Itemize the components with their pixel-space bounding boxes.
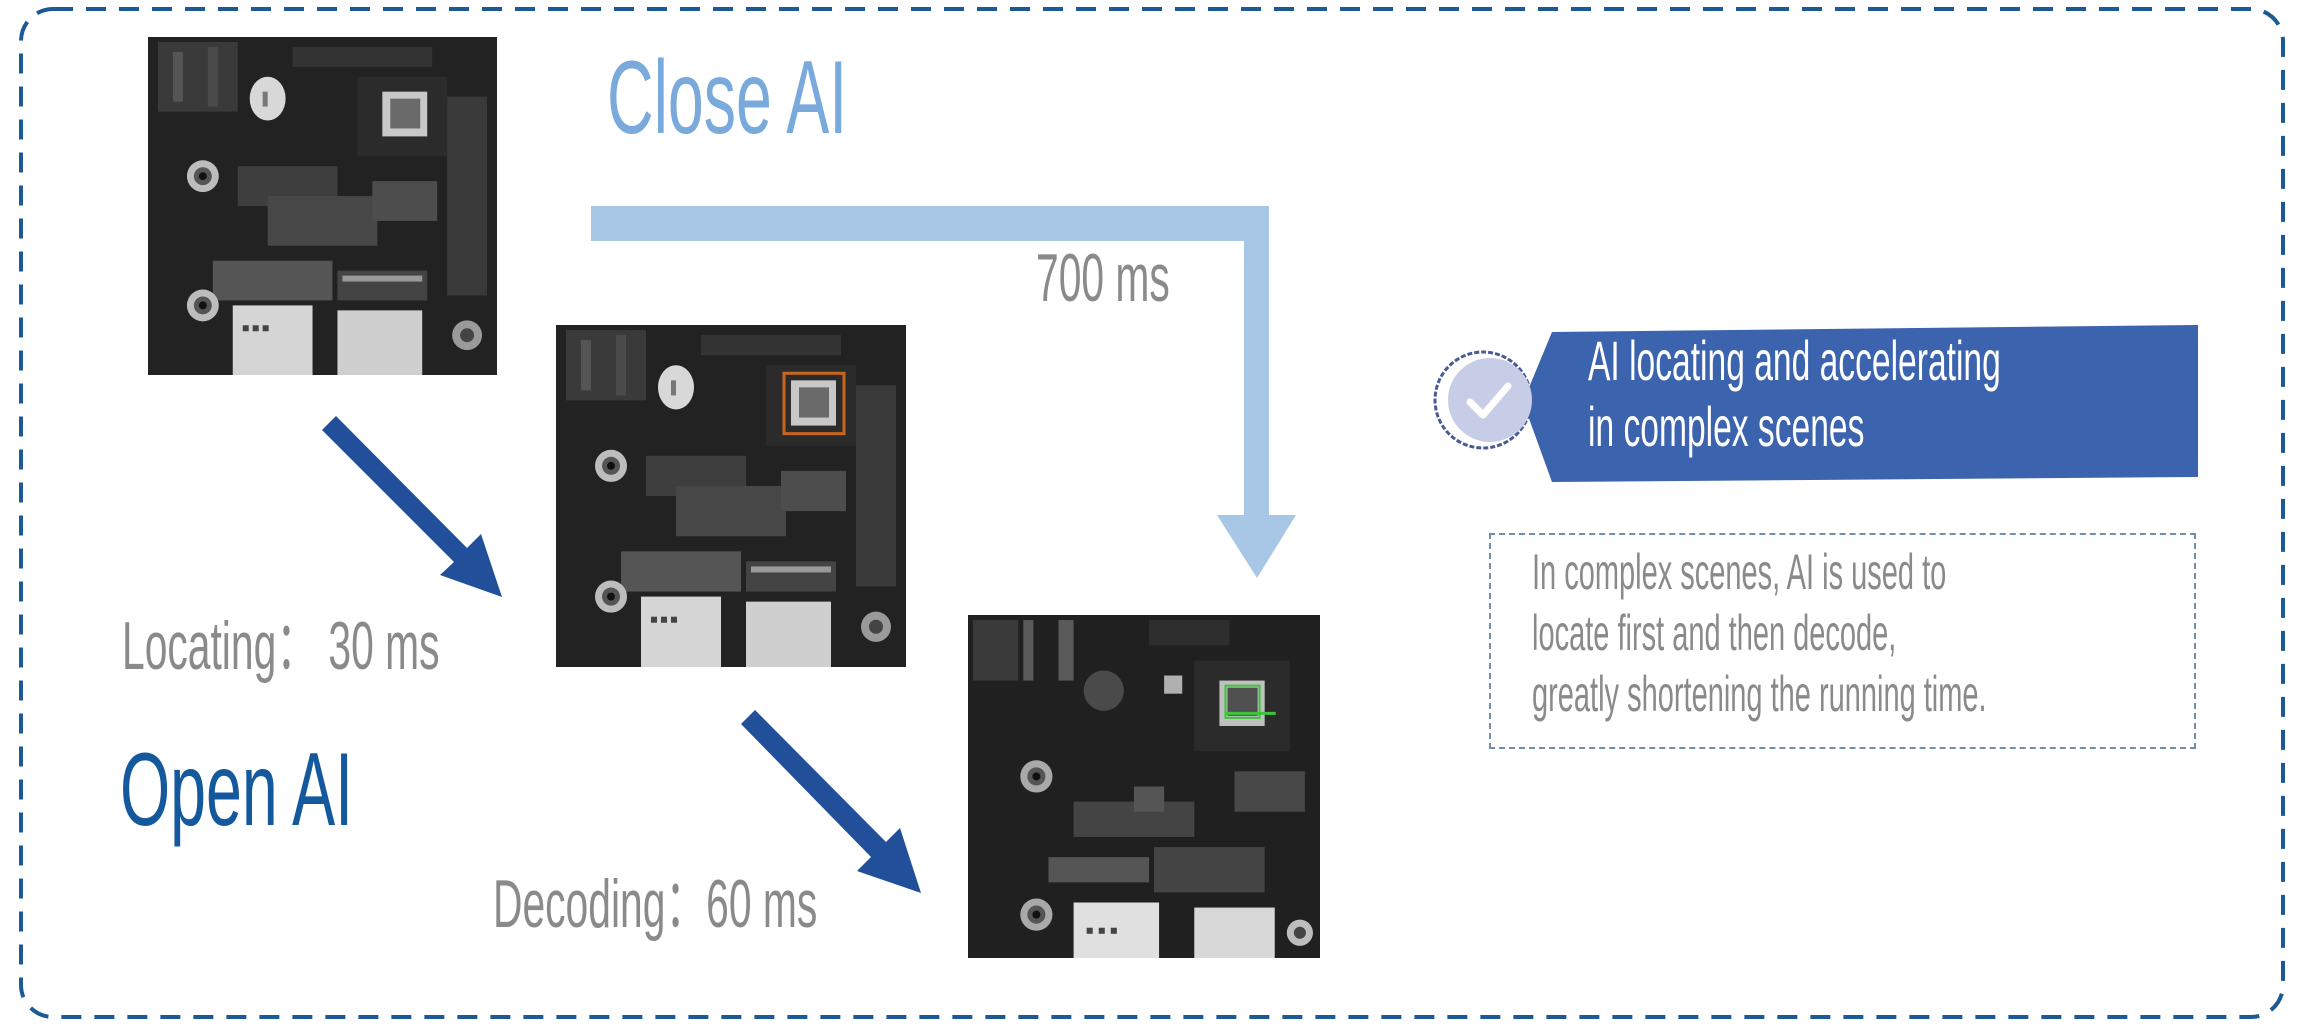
close-ai-title-text: Close AI [607, 40, 848, 156]
close-ai-title: Close AI [607, 46, 994, 150]
original-board-image [148, 37, 497, 375]
close-ai-arrowhead [1217, 515, 1296, 578]
locating-time-text: Locating： 30 ms [122, 608, 440, 684]
open-ai-title: Open AI [120, 738, 496, 842]
description-line-3: greatly shortening the running time. [1532, 669, 2298, 730]
open-ai-arrow-1 [322, 416, 502, 597]
decoding-time-label: Decoding：60 ms [493, 870, 1033, 938]
check-circle-icon [1433, 350, 1533, 450]
close-ai-time-text: 700 ms [1036, 240, 1170, 316]
description-line-1: In complex scenes, AI is used to [1532, 547, 2298, 608]
open-ai-title-text: Open AI [120, 732, 354, 848]
feature-title-line-2-text: in complex scenes [1588, 395, 1865, 458]
open-ai-arrow-2 [741, 710, 921, 893]
description-box [1489, 533, 2196, 749]
close-ai-arrow-shaft [591, 206, 1269, 515]
description-text: In complex scenes, AI is used to locate … [1532, 547, 2298, 730]
feature-banner [1433, 325, 2198, 482]
feature-banner-shape [1523, 325, 2198, 482]
feature-title: AI locating and accelerating in complex … [1588, 333, 2276, 465]
decoding-time-text: Decoding：60 ms [493, 866, 818, 942]
description-line-3-text: greatly shortening the running time. [1532, 666, 1987, 722]
description-line-2: locate first and then decode, [1532, 608, 2298, 669]
located-board-image [556, 325, 906, 667]
locate-highlight-box [782, 371, 846, 436]
feature-title-line-2: in complex scenes [1588, 399, 2276, 465]
feature-title-line-1: AI locating and accelerating [1588, 333, 2276, 399]
feature-title-line-1-text: AI locating and accelerating [1588, 329, 2001, 392]
description-line-1-text: In complex scenes, AI is used to [1532, 544, 1947, 600]
decode-highlight-box [1224, 684, 1261, 719]
locating-time-label: Locating： 30 ms [122, 612, 651, 680]
close-ai-time-label: 700 ms [1036, 244, 1259, 312]
decoded-board-image [968, 615, 1320, 958]
description-line-2-text: locate first and then decode, [1532, 605, 1897, 661]
